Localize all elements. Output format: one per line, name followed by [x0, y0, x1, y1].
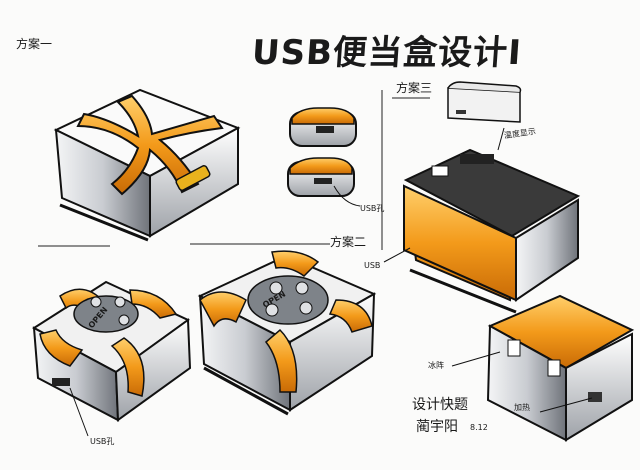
side-view-top — [289, 107, 357, 147]
scheme-three-label: 方案三 — [396, 81, 433, 95]
scheme-three-lid-view — [447, 81, 522, 123]
date-text: 8.12 — [470, 423, 488, 432]
sheet-title: USB便当盒设计I — [250, 33, 524, 73]
usb-port-label-a: USB孔 — [360, 204, 385, 213]
usb-port-label-c: USB孔 — [90, 437, 115, 446]
ice-label: 冰阵 — [428, 361, 444, 370]
side-view-bottom — [287, 157, 361, 207]
caption-text: 设计快题 — [412, 397, 468, 413]
usb-port-label-b: USB — [364, 261, 381, 270]
scheme-three-second-box — [486, 294, 635, 442]
scheme-three-main-box — [403, 148, 581, 314]
heat-label: 加热 — [514, 403, 530, 412]
scheme-two-label: 方案二 — [330, 235, 367, 249]
scheme-one-main-box — [53, 88, 241, 242]
scheme-one-label: 方案一 — [16, 37, 53, 51]
scheme-two-right-box — [197, 250, 377, 416]
scheme-two-left-box — [32, 280, 192, 437]
author-signature: 蔺宇阳 — [416, 419, 458, 435]
